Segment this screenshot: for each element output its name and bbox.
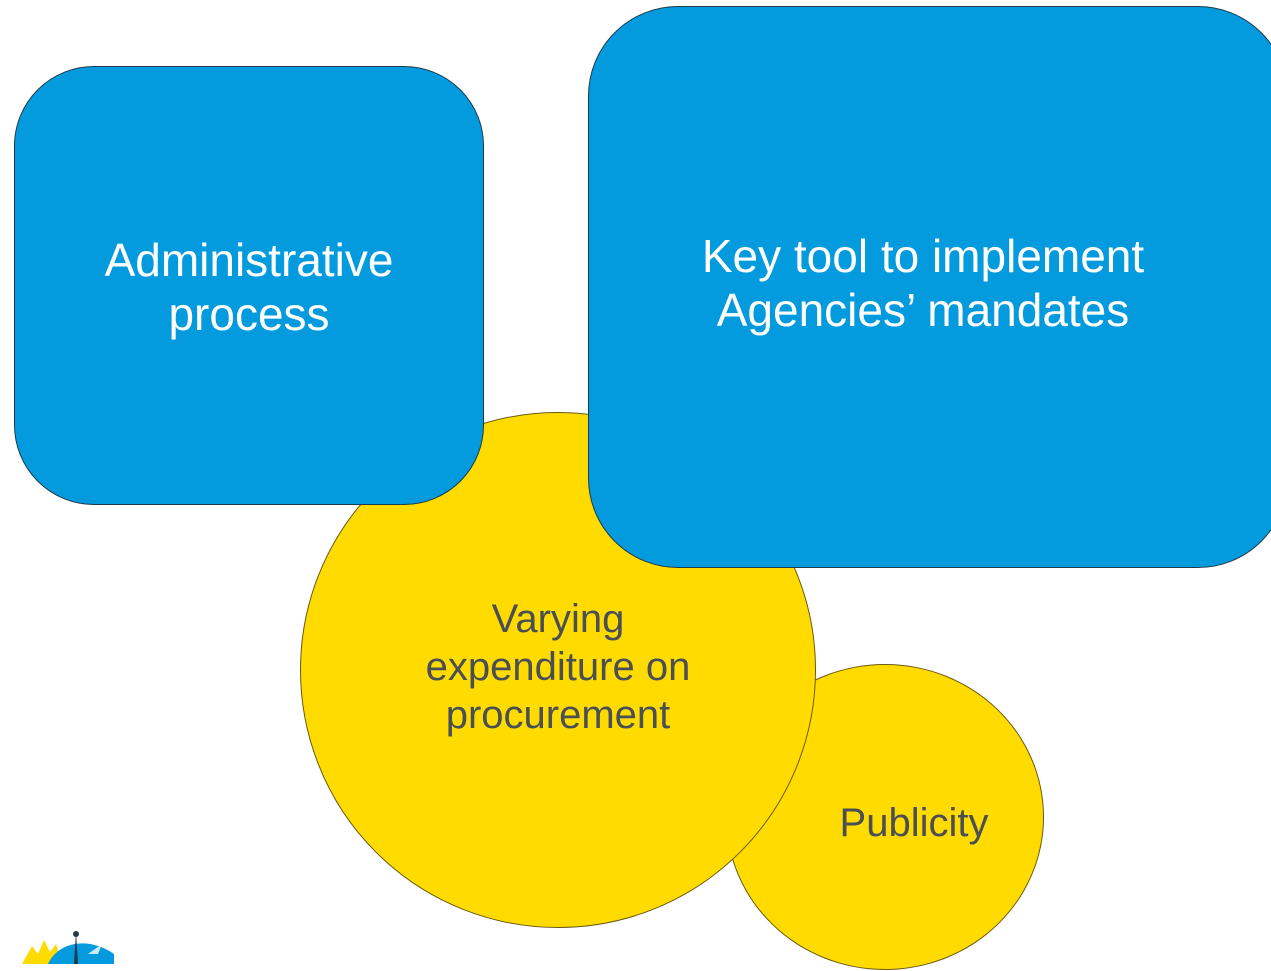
- varying-expenditure-circle: Varying expenditure on procurement: [300, 412, 816, 928]
- administrative-process-box: Administrative process: [14, 66, 484, 505]
- varying-expenditure-label: Varying expenditure on procurement: [425, 597, 691, 737]
- key-tool-box: Key tool to implement Agencies’ mandates: [588, 6, 1271, 568]
- agency-logo-icon: [22, 931, 114, 964]
- key-tool-label: Key tool to implement Agencies’ mandates: [701, 230, 1145, 337]
- administrative-process-label: Administrative process: [104, 234, 394, 341]
- publicity-label: Publicity: [839, 801, 989, 845]
